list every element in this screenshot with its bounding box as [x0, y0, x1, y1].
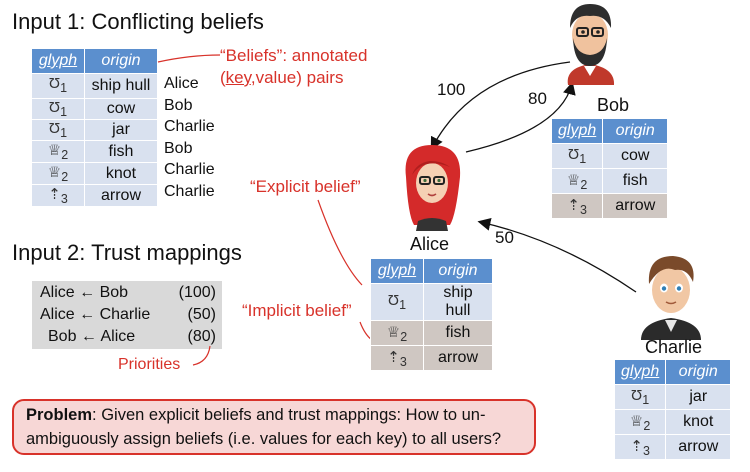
origin-cell: ship hull: [423, 283, 493, 321]
mapping-text: Alice ← Charlie: [40, 306, 151, 323]
priorities-label: Priorities: [118, 356, 181, 373]
trust-mappings-box: Alice ← Bob (100) Alice ← Charlie (50) B…: [32, 281, 222, 349]
owner-column: Alice Bob Charlie Bob Charlie Charlie: [164, 73, 215, 203]
origin-cell: fish: [602, 168, 669, 194]
mapping-text: Alice ← Bob: [40, 284, 129, 301]
priorities-connector: [192, 345, 211, 366]
bob-name: Bob: [597, 95, 630, 115]
charlie-name: Charlie: [645, 337, 703, 357]
beliefs-annotation: “Beliefs”: annotated (key,value) pairs: [220, 46, 368, 87]
owner-label: Bob: [164, 96, 193, 114]
col-glyph: glyph: [31, 48, 85, 74]
glyph-fish-icon: ♕: [566, 171, 581, 189]
origin-cell: arrow: [84, 184, 158, 207]
origin-cell: knot: [84, 162, 158, 185]
glyph-u-icon: Ʊ: [48, 99, 61, 116]
glyph-fish-icon: ♕: [629, 412, 644, 430]
glyph-fish-icon: ♕: [386, 323, 401, 341]
glyph-arrow-icon: ⇡: [630, 437, 643, 455]
glyph-u-icon: Ʊ: [48, 120, 61, 137]
owner-label: Charlie: [164, 182, 215, 200]
alice-name: Alice: [410, 234, 450, 254]
owner-label: Charlie: [164, 161, 215, 179]
explicit-belief-label: “Explicit belief”: [250, 177, 361, 196]
edge-label-charlie-alice: 50: [495, 228, 514, 247]
input2-title: Input 2: Trust mappings: [12, 240, 242, 265]
col-glyph: glyph: [613, 359, 667, 385]
origin-cell: fish: [84, 140, 158, 163]
origin-cell: cow: [602, 143, 669, 169]
col-origin: origin: [423, 258, 493, 284]
edge-charlie-to-alice: [477, 217, 637, 293]
glyph-u-icon: Ʊ: [387, 292, 400, 309]
problem-box: Problem: Given explicit beliefs and trus…: [12, 399, 536, 455]
origin-cell: knot: [665, 409, 732, 435]
col-origin: origin: [602, 118, 669, 144]
owner-label: Charlie: [164, 118, 215, 136]
origin-cell: arrow: [665, 434, 732, 460]
implicit-belief-label: “Implicit belief”: [242, 301, 352, 320]
mapping-priority: (100): [178, 284, 216, 301]
origin-cell: ship hull: [84, 73, 158, 99]
glyph-u-icon: Ʊ: [631, 387, 643, 404]
edge-label-alice-bob: 80: [528, 89, 547, 108]
col-origin: origin: [84, 48, 158, 74]
mapping-text: Bob ← Alice: [48, 328, 136, 345]
glyph-u-icon: Ʊ: [48, 75, 61, 92]
alice-avatar: [405, 145, 461, 231]
mapping-priority: (50): [187, 306, 216, 323]
glyph-arrow-icon: ⇡: [567, 196, 580, 214]
bob-avatar: [567, 4, 615, 85]
explicit-connector: [317, 199, 363, 286]
col-glyph: glyph: [550, 118, 604, 144]
origin-cell: arrow: [602, 193, 669, 219]
edge-alice-to-bob: [465, 81, 576, 153]
owner-label: Alice: [164, 75, 199, 92]
charlie-avatar: [641, 256, 701, 340]
problem-label: Problem: [26, 406, 93, 424]
glyph-u-icon: Ʊ: [568, 146, 580, 163]
problem-text: : Given explicit beliefs and trust mappi…: [26, 406, 502, 448]
input1-title: Input 1: Conflicting beliefs: [12, 9, 264, 34]
glyph-fish-icon: ♕: [47, 142, 62, 159]
origin-cell: cow: [84, 98, 158, 120]
beliefs-connector: [157, 54, 221, 63]
owner-label: Bob: [164, 139, 193, 157]
glyph-arrow-icon: ⇡: [387, 348, 400, 366]
origin-cell: arrow: [423, 345, 493, 371]
edge-label-bob-alice: 100: [437, 80, 466, 99]
edge-bob-to-alice: [430, 61, 571, 151]
glyph-arrow-icon: ⇡: [48, 186, 61, 203]
mapping-priority: (80): [187, 328, 216, 345]
col-origin: origin: [665, 359, 732, 385]
origin-cell: jar: [665, 384, 732, 410]
origin-cell: fish: [423, 320, 493, 346]
glyph-fish-icon: ♕: [47, 164, 62, 181]
col-glyph: glyph: [370, 258, 424, 284]
